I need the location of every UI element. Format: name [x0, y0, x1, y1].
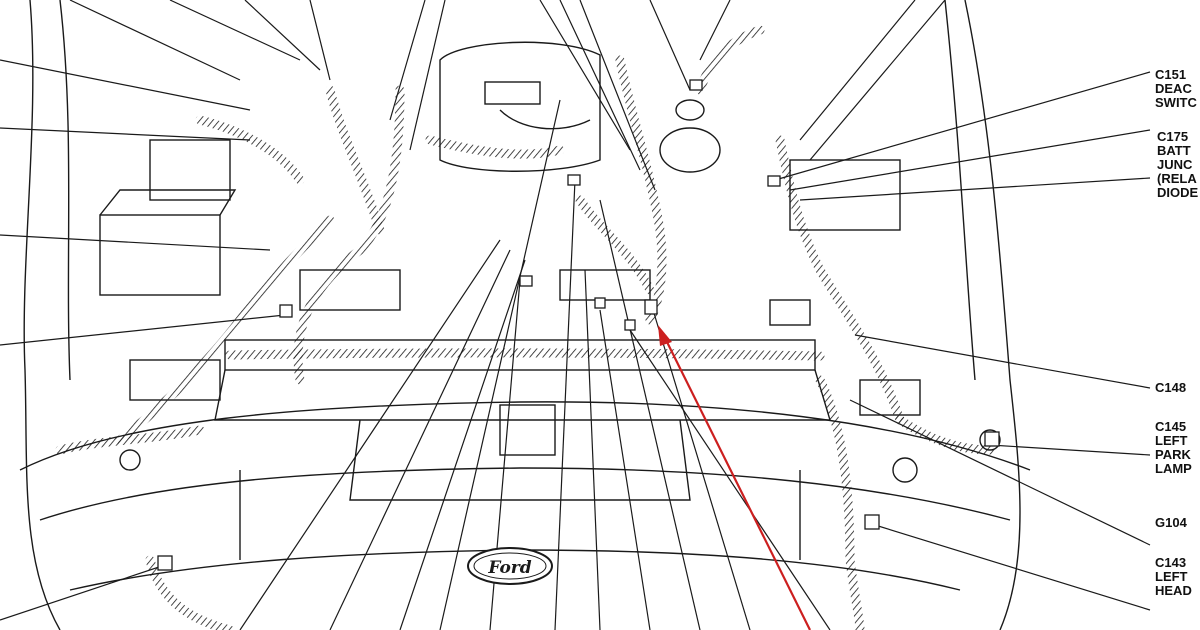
ford-emblem: Ford [467, 547, 553, 585]
callout-c151: C151 DEAC SWITC [1155, 67, 1197, 110]
connector-bodies [157, 79, 1000, 571]
callout-c175: C175 BATT JUNC (RELA DIODE [1157, 129, 1199, 200]
ford-emblem-text: Ford [487, 558, 531, 578]
callout-c145: C145 LEFT PARK LAMP [1155, 419, 1192, 476]
callout-g104: G104 [1155, 515, 1187, 530]
callout-c148: C148 [1155, 380, 1187, 395]
leader-lines [0, 0, 1151, 630]
wiring-harness [55, 25, 995, 630]
highlight-arrow [658, 325, 811, 630]
callout-c143: C143 LEFT HEAD [1155, 555, 1192, 598]
